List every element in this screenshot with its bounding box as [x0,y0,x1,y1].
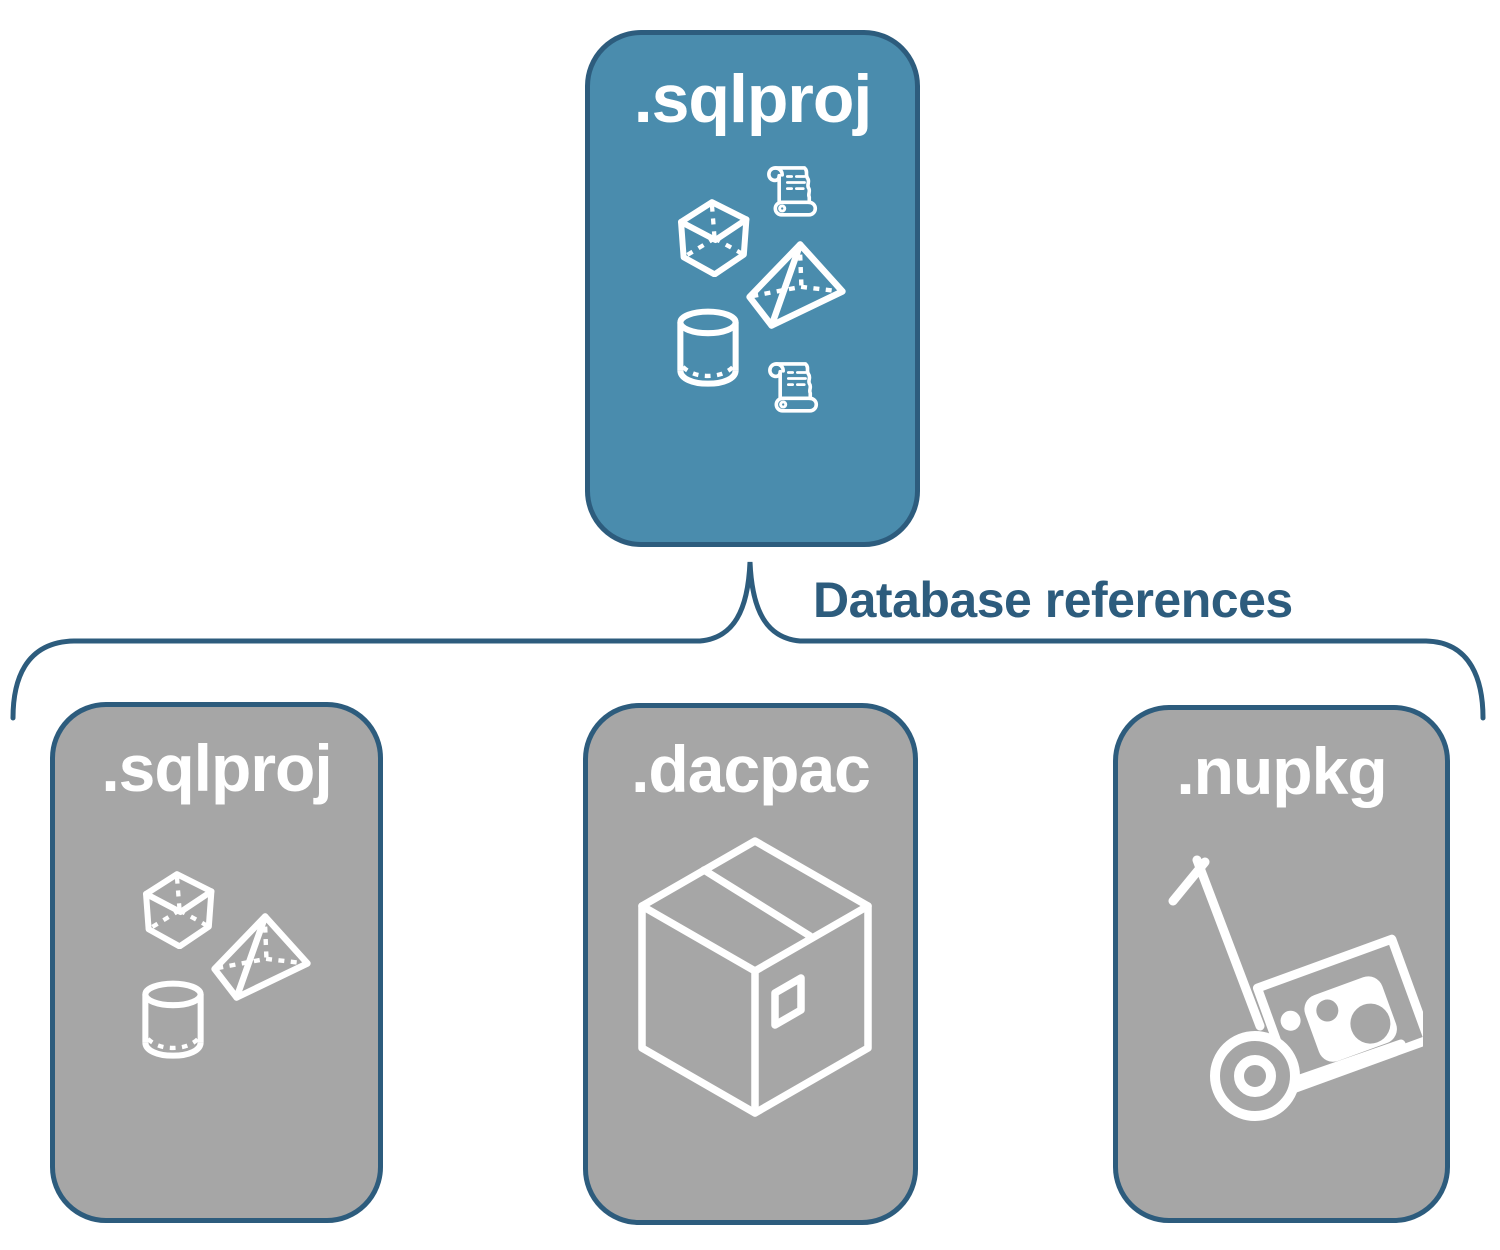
connector-label: Database references [813,572,1293,628]
pyramid-icon [208,911,314,1003]
child-card-sqlproj: .sqlproj [50,702,383,1223]
child-card-dacpac: .dacpac [583,703,918,1225]
child-card-title: .sqlproj [101,731,332,805]
handtruck-toe-plate [1295,1039,1406,1084]
handtruck-rail [1192,855,1265,1031]
pyramid-icon [743,239,849,331]
child-card-title: .nupkg [1176,734,1387,808]
child-card-nupkg: .nupkg [1113,705,1450,1223]
handtruck-wheel [1210,1031,1300,1121]
cylinder-icon [670,307,746,387]
cylinder-icon [135,979,211,1059]
nuget-logo [1280,976,1397,1062]
scroll-icon [765,161,820,223]
root-card-title: .sqlproj [633,61,873,137]
package-box-icon [638,837,872,1117]
root-card-sqlproj: .sqlproj [585,30,920,547]
child-card-title: .dacpac [631,732,871,806]
nuget-handtruck-icon [1168,855,1423,1121]
scroll-icon [766,357,821,419]
